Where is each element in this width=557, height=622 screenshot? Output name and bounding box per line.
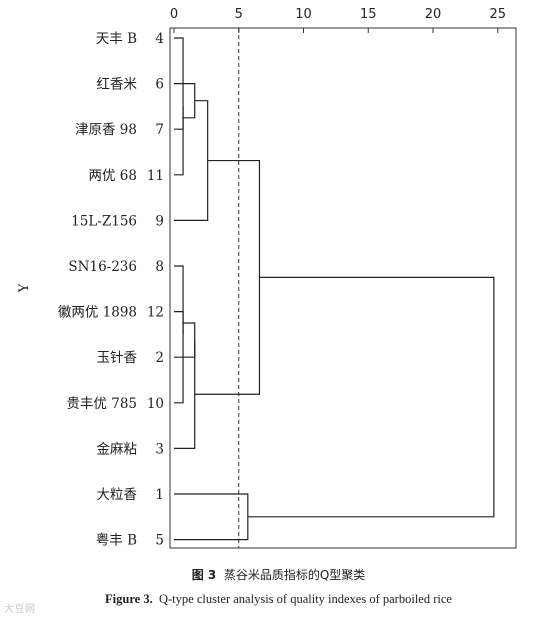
y-axis-label: Y bbox=[17, 283, 32, 293]
x-tick-label-10: 10 bbox=[295, 7, 312, 22]
leaf-number: 5 bbox=[155, 533, 164, 549]
leaf-label: 大粒香 bbox=[97, 487, 138, 503]
dendrogram-branch-H bbox=[174, 340, 196, 449]
leaf-number: 11 bbox=[147, 168, 164, 184]
leaf-number: 9 bbox=[155, 213, 164, 229]
leaf-label: 两优 68 bbox=[89, 168, 137, 184]
x-tick-label-5: 5 bbox=[235, 7, 243, 22]
dendrogram-branch-C bbox=[174, 82, 196, 119]
leaf-label: 玉针香 bbox=[97, 350, 138, 366]
caption-en-text: Q-type cluster analysis of quality index… bbox=[158, 592, 452, 606]
dendrogram-branch-K bbox=[247, 276, 495, 518]
x-tick-label-15: 15 bbox=[360, 7, 377, 22]
leaf-number: 2 bbox=[155, 350, 164, 366]
leaf-label: 15L-Z156 bbox=[71, 213, 137, 229]
leaf-number: 3 bbox=[155, 441, 164, 457]
x-tick-label-25: 25 bbox=[489, 7, 506, 22]
leaf-label: 金麻粘 bbox=[97, 441, 138, 457]
dendrogram-branch-J bbox=[174, 493, 249, 541]
leaf-number: 4 bbox=[155, 31, 164, 47]
leaf-number: 8 bbox=[155, 259, 164, 275]
dendrogram-branch-A bbox=[174, 37, 184, 176]
caption-cn-text: 蒸谷米品质指标的Q型聚类 bbox=[223, 568, 366, 582]
caption-cn-prefix: 图 3 bbox=[191, 568, 217, 582]
leaf-number: 7 bbox=[155, 122, 164, 138]
x-tick-label-20: 20 bbox=[425, 7, 442, 22]
leaf-number: 10 bbox=[147, 396, 164, 412]
caption-english: Figure 3. Q-type cluster analysis of qua… bbox=[0, 592, 557, 607]
leaf-label: 徽两优 1898 bbox=[58, 305, 137, 321]
leaf-number: 12 bbox=[147, 305, 164, 321]
leaf-label: 津原香 98 bbox=[75, 122, 137, 138]
caption-chinese: 图 3 蒸谷米品质指标的Q型聚类 bbox=[0, 566, 557, 583]
watermark: 大豆网 bbox=[4, 604, 36, 615]
dendrogram-branch-D bbox=[174, 100, 209, 221]
leaf-label: 天丰 B bbox=[96, 31, 137, 47]
dendrogram-branch-E bbox=[174, 265, 184, 404]
dendrogram-branch-G bbox=[174, 322, 196, 358]
leaf-label: 贵丰优 785 bbox=[66, 396, 137, 412]
plot-frame bbox=[169, 27, 517, 549]
dendrogram-branch-F bbox=[174, 311, 184, 335]
dendrogram-branch-B bbox=[174, 106, 184, 130]
leaf-label: 粤丰 B bbox=[96, 533, 137, 549]
leaf-number: 1 bbox=[155, 487, 164, 503]
x-tick-label-0: 0 bbox=[170, 7, 178, 22]
leaf-number: 6 bbox=[155, 77, 164, 93]
dendrogram-branch-I bbox=[194, 159, 261, 395]
leaf-label: SN16-236 bbox=[68, 259, 137, 275]
leaf-label: 红香米 bbox=[97, 77, 138, 93]
caption-en-prefix: Figure 3. bbox=[105, 592, 153, 606]
